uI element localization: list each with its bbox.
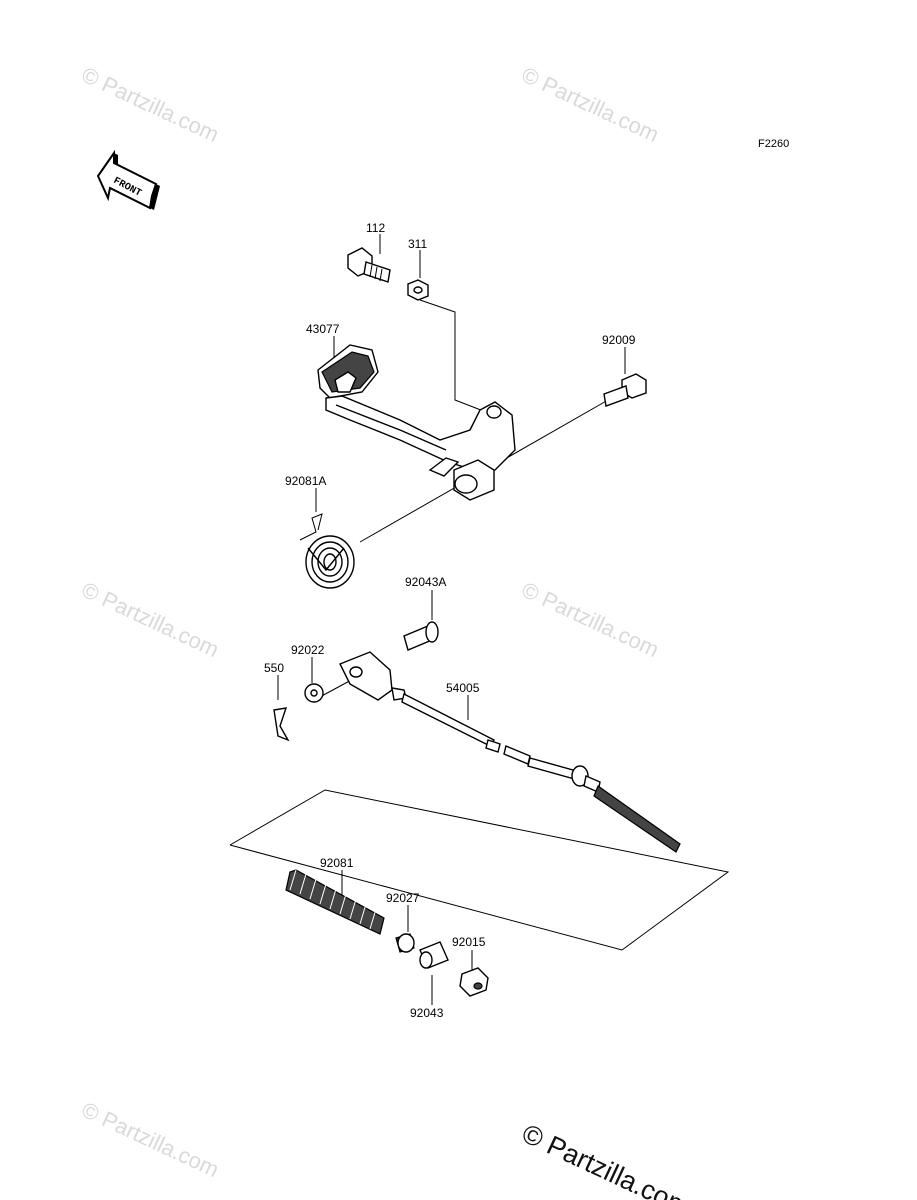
label-92022: 92022 bbox=[291, 643, 325, 657]
watermarks: © Partzilla.com © Partzilla.com © Partzi… bbox=[78, 62, 695, 1200]
label-92043A: 92043A bbox=[405, 575, 446, 589]
label-311: 311 bbox=[408, 237, 427, 251]
front-arrow-icon: FRONT bbox=[96, 149, 160, 210]
watermark-main: © Partzilla.com bbox=[517, 1118, 695, 1200]
pivot-bolt-92009[interactable] bbox=[603, 373, 647, 407]
washer-92022[interactable] bbox=[304, 683, 324, 703]
return-spring-92081A[interactable] bbox=[299, 513, 355, 589]
brake-rod-54005[interactable] bbox=[339, 651, 681, 853]
label-92009: 92009 bbox=[602, 333, 636, 347]
cotter-pin-550[interactable] bbox=[273, 707, 290, 742]
adjuster-pin-92043[interactable] bbox=[419, 941, 449, 969]
clevis-pin-92043A[interactable] bbox=[403, 621, 439, 651]
watermark-bottom-left: © Partzilla.com bbox=[78, 1097, 223, 1182]
rod-spring-92081[interactable] bbox=[285, 869, 385, 935]
label-92043: 92043 bbox=[410, 1006, 444, 1020]
label-43077: 43077 bbox=[306, 322, 340, 336]
label-92081A: 92081A bbox=[285, 474, 326, 488]
label-112: 112 bbox=[366, 221, 385, 235]
label-550: 550 bbox=[264, 661, 284, 675]
watermark-top-left: © Partzilla.com bbox=[78, 62, 223, 147]
watermark-mid-right: © Partzilla.com bbox=[518, 577, 663, 662]
label-92027: 92027 bbox=[386, 891, 420, 905]
assembly-frame bbox=[229, 789, 730, 951]
watermark-top-right: © Partzilla.com bbox=[518, 62, 663, 147]
bolt-112[interactable] bbox=[347, 247, 391, 283]
label-92081: 92081 bbox=[320, 856, 354, 870]
brake-pedal-43077[interactable] bbox=[317, 344, 516, 501]
label-54005: 54005 bbox=[446, 681, 480, 695]
label-92015: 92015 bbox=[452, 935, 486, 949]
adjust-nut-92015[interactable] bbox=[459, 967, 489, 997]
watermark-mid-left: © Partzilla.com bbox=[78, 577, 223, 662]
figure-code: F2260 bbox=[758, 138, 789, 150]
nut-311[interactable] bbox=[407, 279, 429, 301]
part-labels: 112 311 43077 92009 92081A 92043A 92022 … bbox=[264, 221, 636, 1020]
collar-92027[interactable] bbox=[395, 933, 415, 953]
